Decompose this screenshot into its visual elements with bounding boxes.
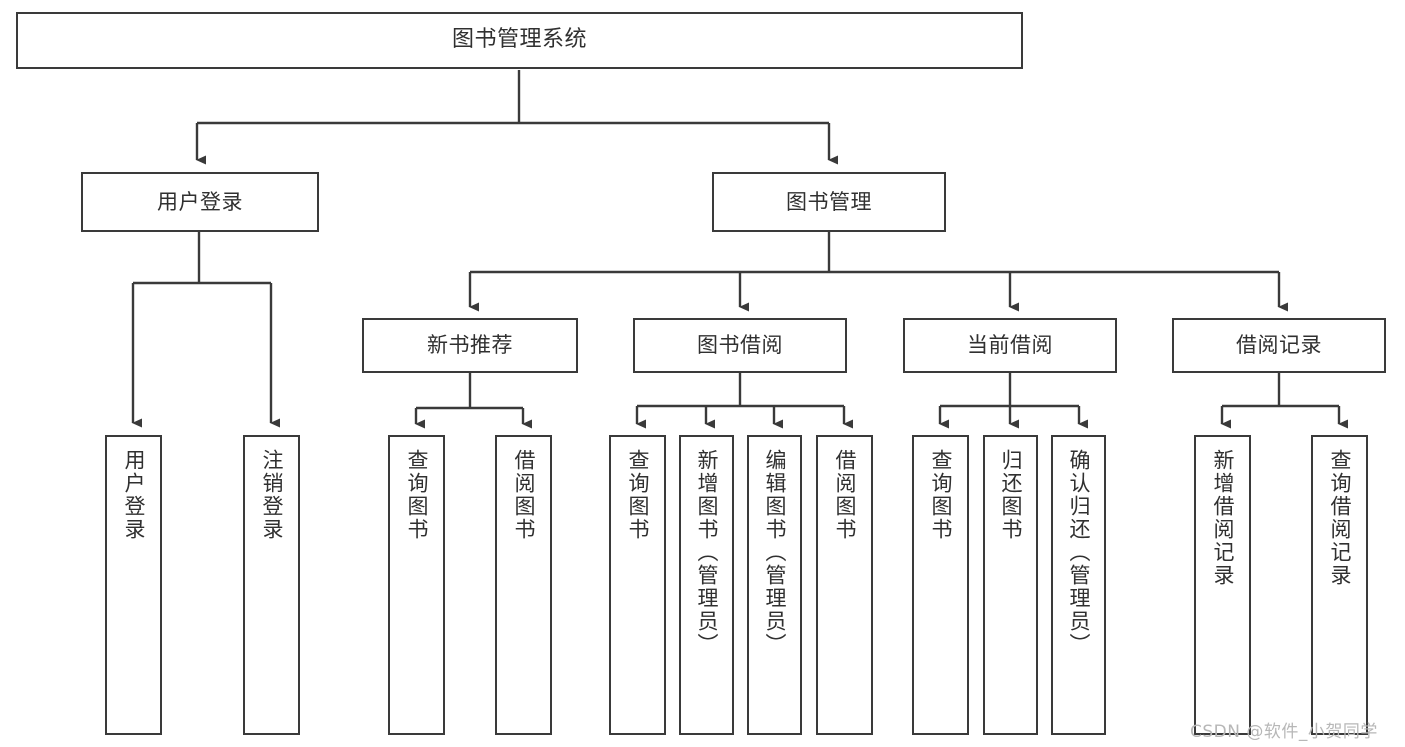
node-leaf-add-record[interactable]: 新增借阅记录 xyxy=(1194,435,1251,735)
node-label: 新增借阅记录 xyxy=(1211,449,1235,587)
node-label: 图书借阅 xyxy=(697,333,783,358)
node-leaf-query-book-3[interactable]: 查询图书 xyxy=(912,435,969,735)
node-label: 用户登录 xyxy=(157,189,243,214)
node-borrow-record[interactable]: 借阅记录 xyxy=(1172,318,1386,373)
node-label: 编辑图书（管理员） xyxy=(763,449,787,656)
node-root-system[interactable]: 图书管理系统 xyxy=(16,12,1023,69)
node-label: 归还图书 xyxy=(999,449,1023,541)
node-leaf-borrow-book-1[interactable]: 借阅图书 xyxy=(495,435,552,735)
node-label: 新书推荐 xyxy=(427,333,513,358)
node-label: 借阅图书 xyxy=(833,449,857,541)
node-leaf-query-record[interactable]: 查询借阅记录 xyxy=(1311,435,1368,735)
node-label: 新增图书（管理员） xyxy=(695,449,719,656)
node-new-book-recommend[interactable]: 新书推荐 xyxy=(362,318,578,373)
node-label: 确认归还（管理员） xyxy=(1067,449,1091,656)
node-label: 图书管理 xyxy=(786,189,872,214)
node-label: 查询图书 xyxy=(405,449,429,541)
node-label: 查询图书 xyxy=(626,449,650,541)
node-label: 当前借阅 xyxy=(967,333,1053,358)
node-leaf-add-book[interactable]: 新增图书（管理员） xyxy=(679,435,734,735)
node-book-borrow[interactable]: 图书借阅 xyxy=(633,318,847,373)
node-leaf-edit-book[interactable]: 编辑图书（管理员） xyxy=(747,435,802,735)
node-label: 查询图书 xyxy=(929,449,953,541)
node-label: 借阅记录 xyxy=(1236,333,1322,358)
node-leaf-query-book-1[interactable]: 查询图书 xyxy=(388,435,445,735)
node-user-login[interactable]: 用户登录 xyxy=(81,172,319,232)
node-label: 借阅图书 xyxy=(512,449,536,541)
node-book-manage[interactable]: 图书管理 xyxy=(712,172,946,232)
node-leaf-confirm-return[interactable]: 确认归还（管理员） xyxy=(1051,435,1106,735)
node-label: 注销登录 xyxy=(260,449,284,541)
node-label: 用户登录 xyxy=(122,449,146,541)
node-leaf-borrow-book-2[interactable]: 借阅图书 xyxy=(816,435,873,735)
node-leaf-return-book[interactable]: 归还图书 xyxy=(983,435,1038,735)
watermark-text: CSDN @软件_小贺同学 xyxy=(1190,722,1378,742)
node-label: 图书管理系统 xyxy=(451,27,587,53)
node-leaf-user-login[interactable]: 用户登录 xyxy=(105,435,162,735)
node-current-borrow[interactable]: 当前借阅 xyxy=(903,318,1117,373)
node-leaf-query-book-2[interactable]: 查询图书 xyxy=(609,435,666,735)
node-leaf-logout-login[interactable]: 注销登录 xyxy=(243,435,300,735)
node-label: 查询借阅记录 xyxy=(1328,449,1352,587)
